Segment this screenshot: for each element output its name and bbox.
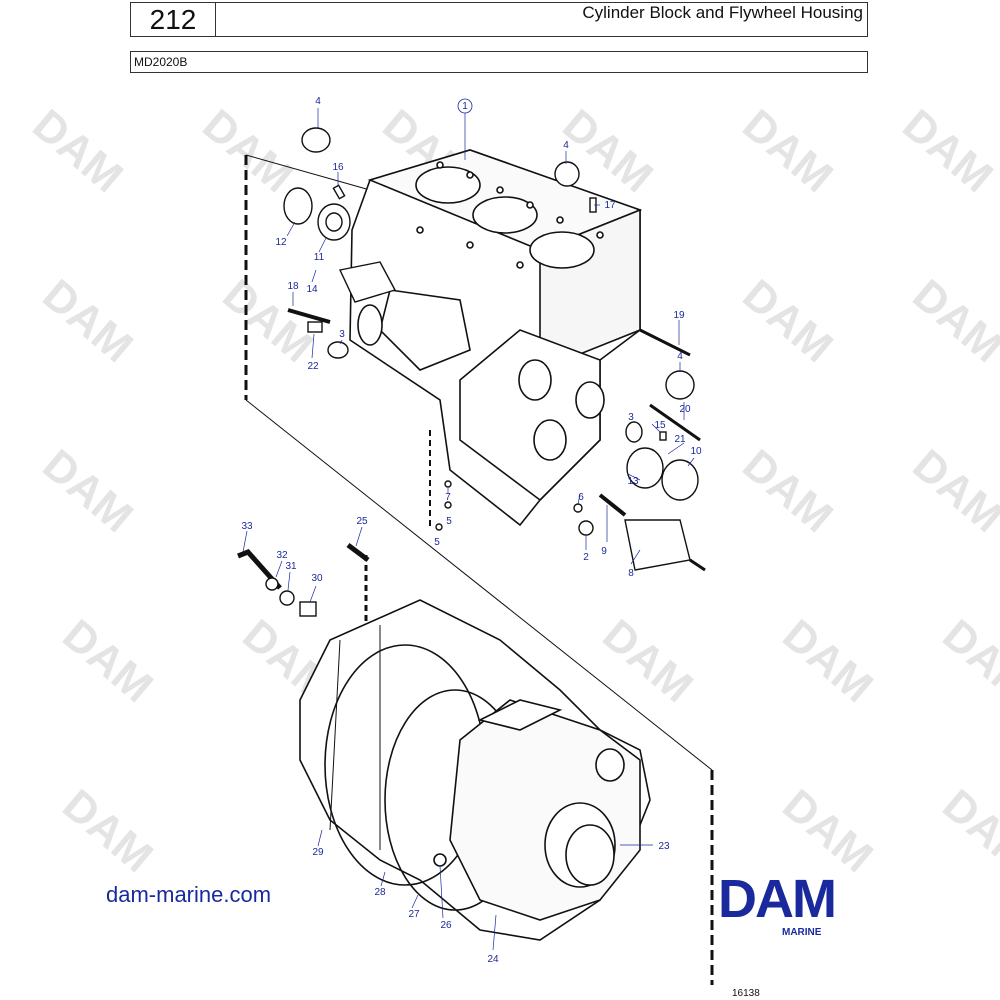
housing-fasteners [237,543,370,617]
svg-text:DAM: DAM [774,610,882,712]
callout-9: 9 [601,546,607,557]
seal-12 [283,187,313,225]
callout-26: 26 [440,920,452,931]
pin-16 [332,184,346,200]
callout-11: 11 [314,252,325,263]
plug-6 [573,503,583,513]
callout-16: 16 [332,162,344,173]
callout-labels: 1 2 3 3 4 4 4 5 5 6 7 8 9 10 11 12 13 14… [241,96,702,965]
callout-18: 18 [287,281,299,292]
callout-4c: 4 [677,351,683,362]
bolt-25 [346,543,370,562]
callout-1-circle [457,98,473,114]
callout-24: 24 [487,954,499,965]
core-plug-4a [301,127,331,153]
svg-text:DAM: DAM [734,100,842,202]
callout-31: 31 [285,561,297,572]
callout-13: 13 [627,476,639,487]
callout-6: 6 [578,492,584,503]
callout-25: 25 [356,516,368,527]
shaft-9 [598,493,627,517]
stud-19 [639,328,691,357]
svg-text:DAM: DAM [734,270,842,372]
block-components [283,127,706,572]
callout-23: 23 [658,841,670,852]
callout-32: 32 [276,550,288,561]
model-label: MD2020B [134,55,188,69]
washer-32 [265,577,279,591]
svg-text:DAM: DAM [54,780,162,882]
callout-4a: 4 [315,96,321,107]
stud-20 [649,403,701,442]
callout-8: 8 [628,568,634,579]
plug-3a [327,341,349,359]
website-link[interactable]: dam-marine.com [106,882,272,907]
plug-5a [444,501,452,509]
callout-3b: 3 [628,412,634,423]
plug-3b [625,421,643,443]
pin-15 [659,431,667,441]
callout-5b: 5 [434,537,440,548]
svg-text:DAM: DAM [934,780,1000,882]
svg-text:DAM: DAM [904,270,1000,372]
svg-text:DAM: DAM [894,100,1000,202]
callout-27: 27 [408,909,420,920]
callout-5a: 5 [446,516,452,527]
plug-7 [444,480,452,488]
svg-text:DAM: DAM [774,780,882,882]
washer-31 [279,590,295,606]
callout-29: 29 [312,847,324,858]
pump-8 [624,519,691,571]
callout-10: 10 [690,446,702,457]
diagram-reference-number: 16138 [732,988,760,999]
page-title: Cylinder Block and Flywheel Housing [582,3,863,22]
cover-14 [338,261,397,303]
callout-28: 28 [374,887,386,898]
callout-7: 7 [445,492,451,503]
svg-text:DAM: DAM [24,100,132,202]
stud-18 [287,308,331,324]
callout-17: 17 [604,200,616,211]
callout-2: 2 [583,552,589,563]
sleeve-30 [299,601,317,617]
nipple-22 [307,321,323,333]
callout-21: 21 [674,434,686,445]
core-plug-4b [554,161,580,187]
svg-text:DAM: DAM [54,610,162,712]
page-number: 212 [131,3,216,36]
callout-20: 20 [679,404,691,415]
callout-14: 14 [306,284,318,295]
model-box: MD2020B [130,51,868,73]
cylinder-block [349,149,643,527]
svg-text:DAM: DAM [194,100,302,202]
callout-15: 15 [654,420,666,431]
leader-lines [242,108,695,951]
header-box: 212 Cylinder Block and Flywheel Housing [130,2,868,37]
plug-4c [665,370,695,400]
callout-4b: 4 [563,140,569,151]
callout-33: 33 [241,521,253,532]
flywheel-housing [299,599,651,941]
callout-3a: 3 [339,329,345,340]
svg-text:DAM: DAM [734,440,842,542]
svg-text:DAM: DAM [34,270,142,372]
callout-30: 30 [311,573,323,584]
ring-10 [661,459,699,501]
svg-text:DAM: DAM [904,440,1000,542]
dam-logo: DAM [718,869,837,929]
callout-19: 19 [673,310,685,321]
callout-12: 12 [275,237,287,248]
dam-logo-subtitle: MARINE [782,927,822,938]
plug-2 [578,520,594,536]
svg-text:DAM: DAM [934,610,1000,712]
plug-5b [435,523,443,531]
svg-text:DAM: DAM [594,610,702,712]
callout-1: 1 [462,101,468,112]
svg-text:DAM: DAM [34,440,142,542]
callout-22: 22 [307,361,319,372]
